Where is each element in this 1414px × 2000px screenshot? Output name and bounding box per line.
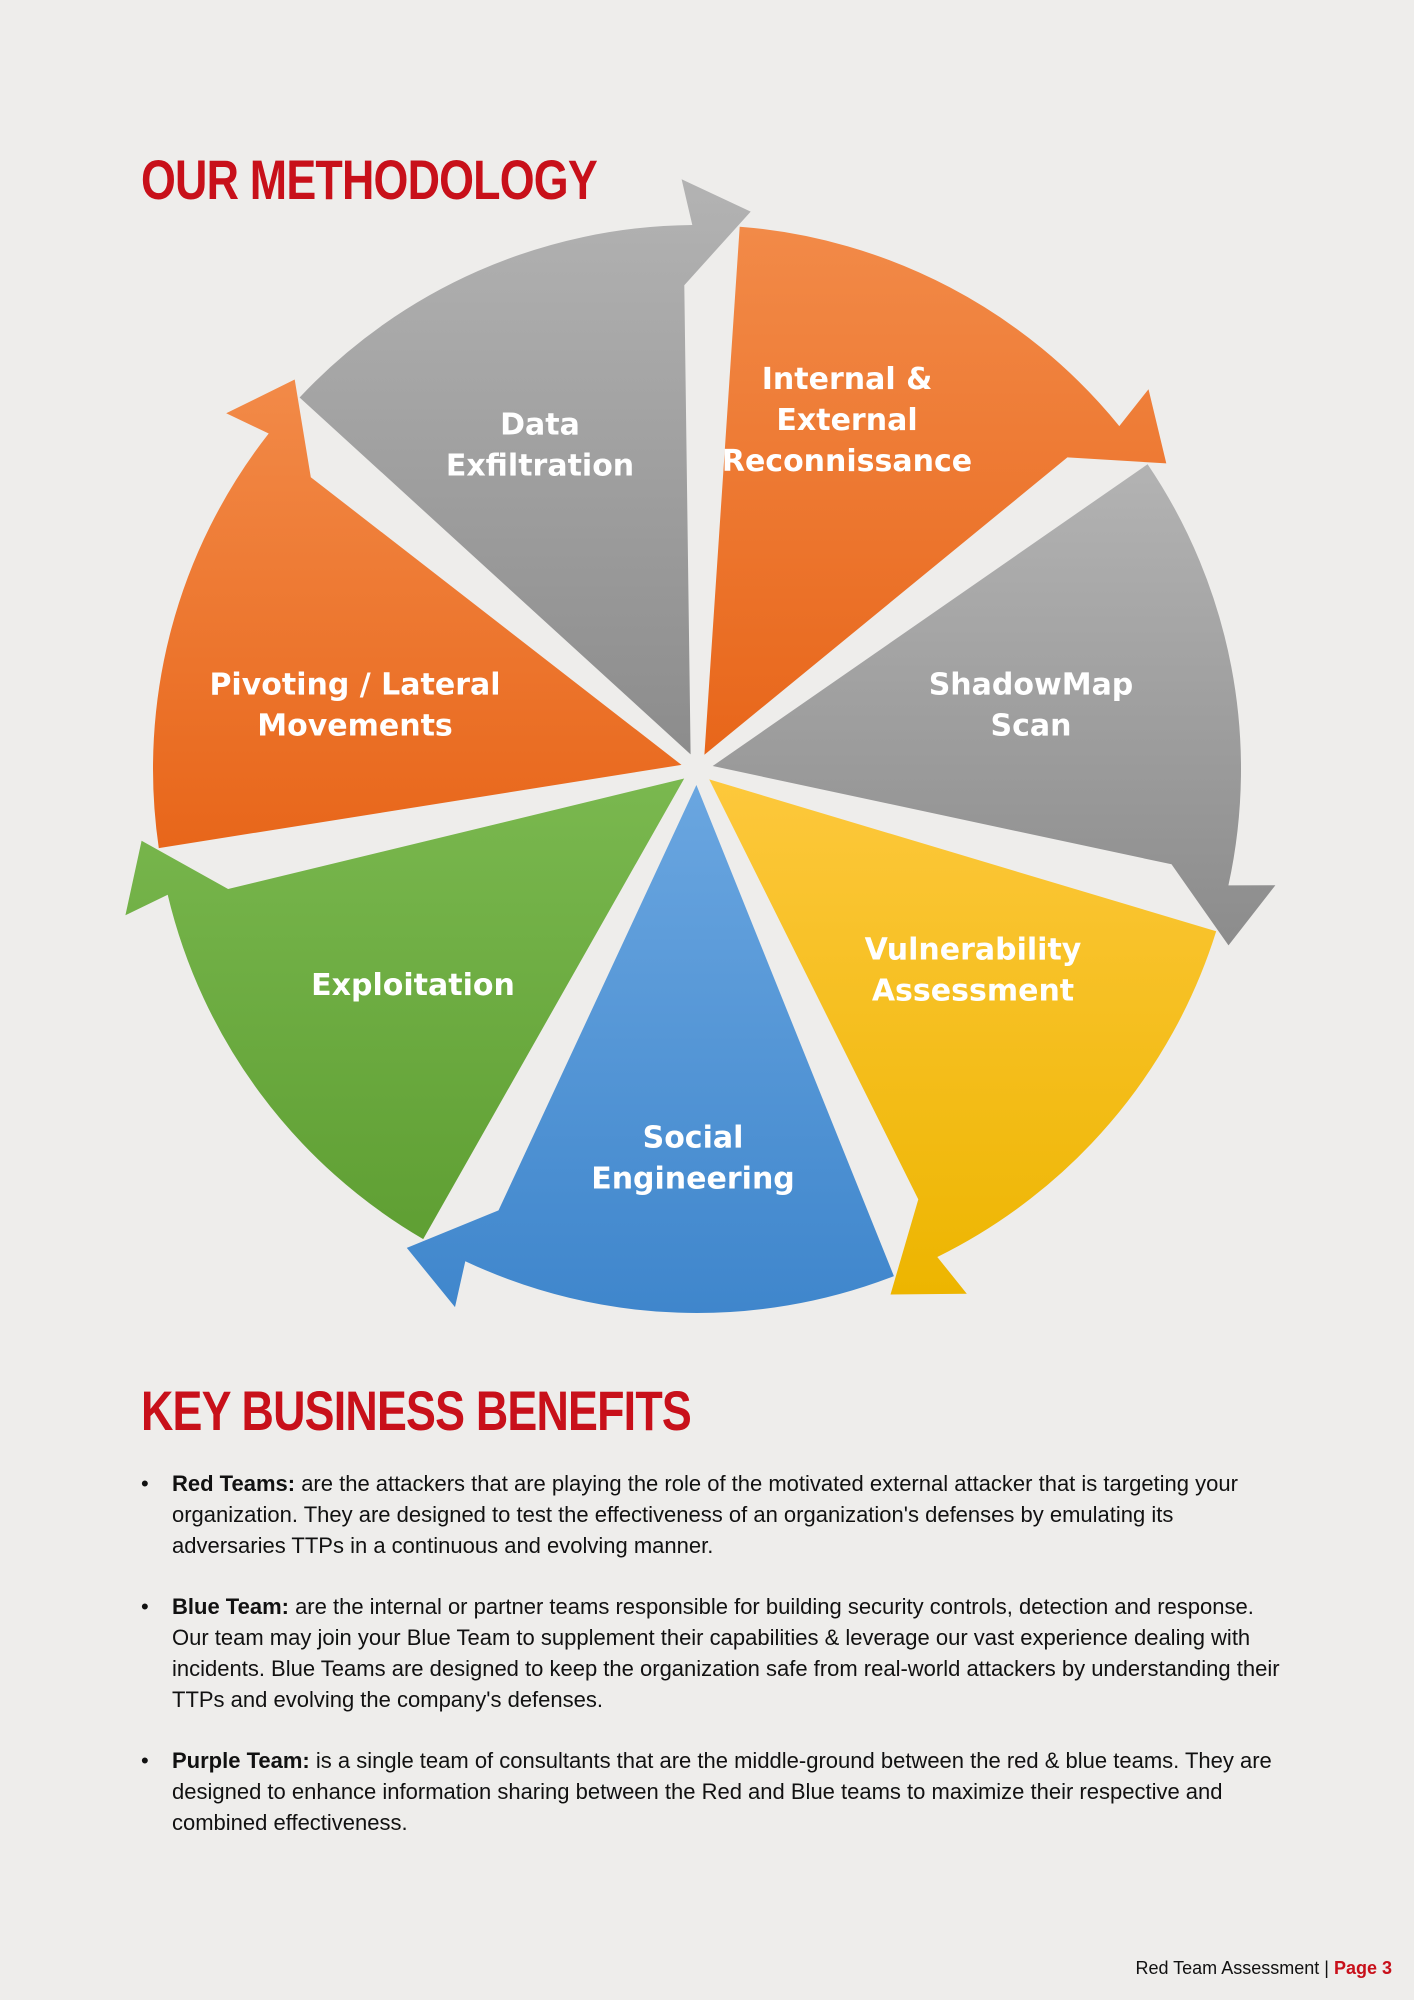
cycle-label-line: Pivoting / Lateral bbox=[209, 668, 500, 703]
cycle-label-line: Data bbox=[500, 408, 580, 443]
cycle-segment-recon bbox=[704, 226, 1167, 755]
benefit-blue-team: • Blue Team: are the internal or partner… bbox=[141, 1591, 1281, 1715]
benefits-list: • Red Teams: are the attackers that are … bbox=[141, 1468, 1281, 1868]
methodology-heading: OUR METHODOLOGY bbox=[141, 148, 598, 211]
cycle-segment-pivot bbox=[153, 379, 682, 849]
cycle-label-line: Reconnissance bbox=[722, 444, 972, 479]
benefit-text: are the attackers that are playing the r… bbox=[172, 1471, 1238, 1558]
benefit-text: are the internal or partner teams respon… bbox=[172, 1594, 1280, 1712]
cycle-label-line: Scan bbox=[991, 709, 1072, 744]
cycle-segment-social bbox=[406, 785, 894, 1313]
cycle-label-line: Exploitation bbox=[311, 968, 515, 1003]
bullet-icon: • bbox=[141, 1471, 149, 1496]
cycle-label-line: Engineering bbox=[591, 1162, 795, 1197]
benefit-red-team: • Red Teams: are the attackers that are … bbox=[141, 1468, 1281, 1561]
benefits-heading: KEY BUSINESS BENEFITS bbox=[141, 1379, 692, 1442]
benefit-term: Blue Team: bbox=[172, 1594, 289, 1619]
cycle-label-line: Movements bbox=[257, 709, 453, 744]
cycle-label-line: External bbox=[776, 403, 917, 438]
cycle-label-exploit: Exploitation bbox=[311, 968, 515, 1003]
benefit-text: is a single team of consultants that are… bbox=[172, 1748, 1272, 1835]
cycle-segment-shadowmap bbox=[712, 464, 1276, 946]
footer-doc-title: Red Team Assessment bbox=[1135, 1958, 1320, 1978]
cycle-label-line: Exfiltration bbox=[446, 449, 634, 484]
cycle-label-line: ShadowMap bbox=[929, 668, 1134, 703]
cycle-label-line: Internal & bbox=[762, 362, 933, 397]
page-footer: Red Team Assessment | Page 3 bbox=[1135, 1958, 1392, 1979]
cycle-label-line: Assessment bbox=[872, 974, 1074, 1009]
cycle-label-line: Social bbox=[643, 1121, 744, 1156]
bullet-icon: • bbox=[141, 1748, 149, 1773]
benefit-purple-team: • Purple Team: is a single team of consu… bbox=[141, 1745, 1281, 1838]
cycle-segment-exploit bbox=[125, 778, 685, 1240]
cycle-segment-vuln bbox=[709, 779, 1217, 1295]
cycle-segment-exfil bbox=[299, 179, 751, 755]
benefit-term: Purple Team: bbox=[172, 1748, 310, 1773]
benefit-term: Red Teams: bbox=[172, 1471, 296, 1496]
cycle-label-line: Vulnerability bbox=[865, 933, 1082, 968]
footer-separator: | bbox=[1324, 1958, 1329, 1978]
bullet-icon: • bbox=[141, 1594, 149, 1619]
footer-page-number: Page 3 bbox=[1333, 1958, 1392, 1978]
